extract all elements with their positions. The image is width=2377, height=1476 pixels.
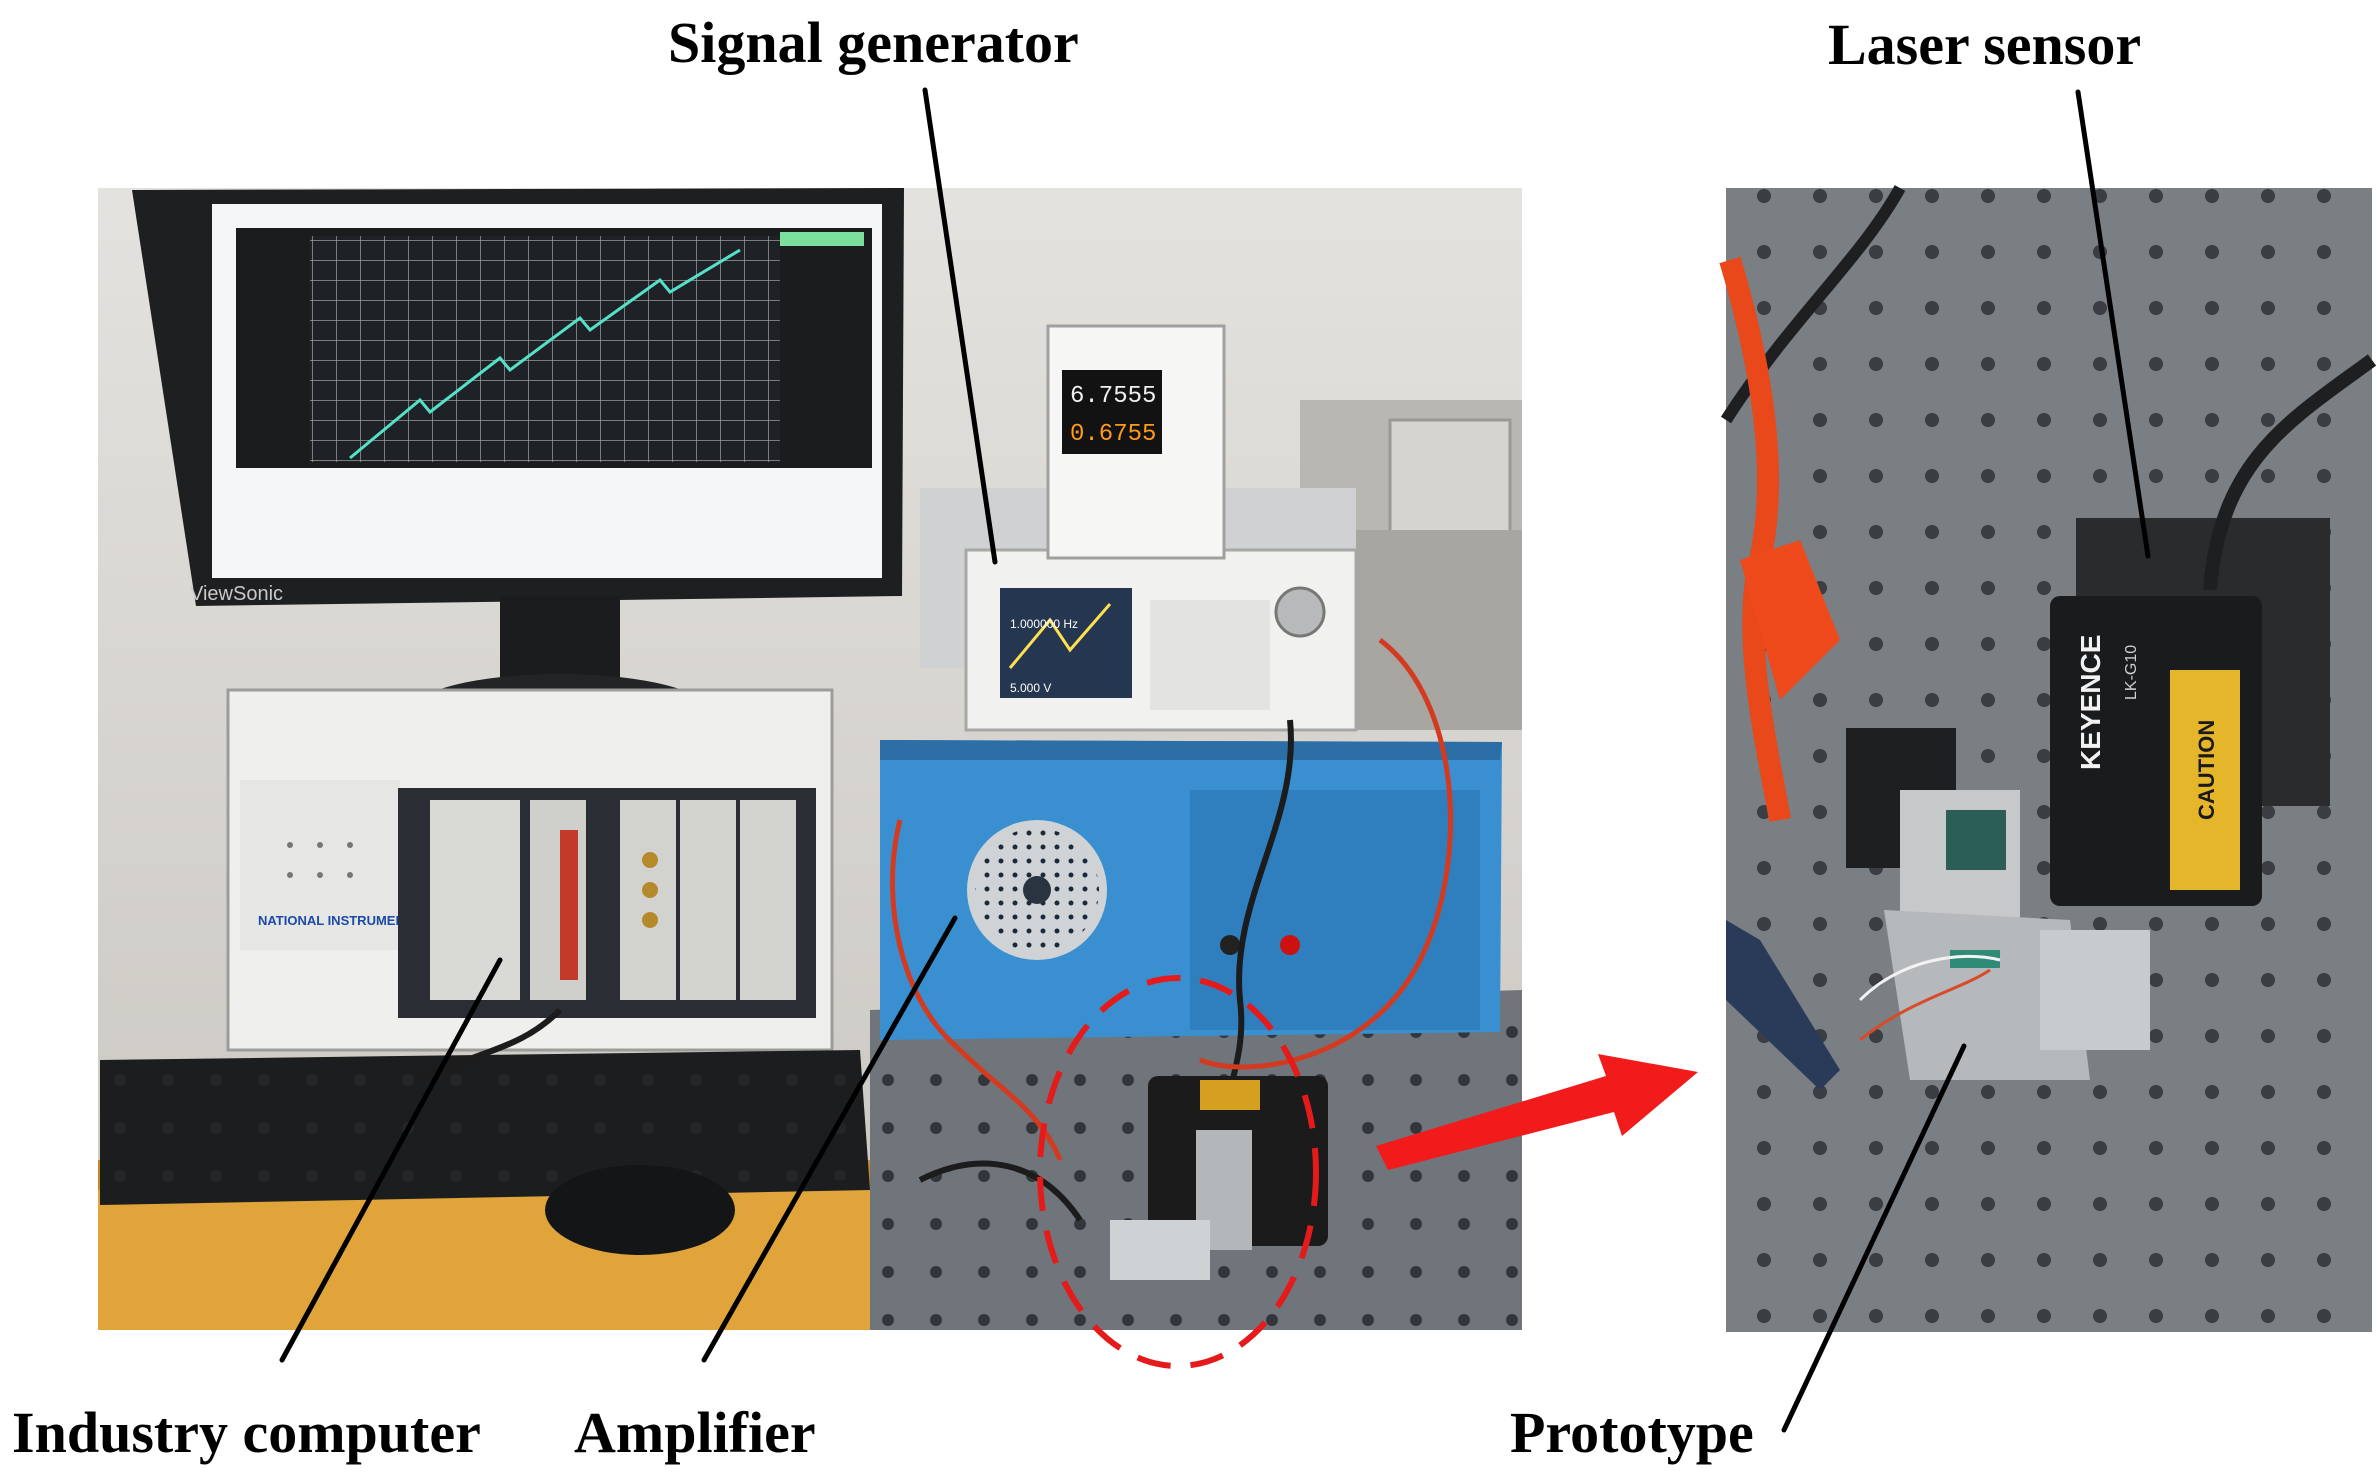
sensor-warning: CAUTION [2194, 720, 2219, 820]
leader-lines [279, 87, 2151, 1433]
sensor-brand: KEYENCE [2075, 635, 2106, 770]
monitor-brand: ViewSonic [190, 583, 283, 605]
power-display-2: 0.6755 [1070, 421, 1156, 448]
power-display-1: 6.7555 [1070, 383, 1156, 410]
laser-sensor-head: CAUTION KEYENCE LK-G10 [2050, 596, 2262, 906]
label-signal-generator: Signal generator [668, 10, 1079, 75]
label-prototype: Prototype [1510, 1400, 1754, 1465]
sensor-model: LK-G10 [2123, 645, 2140, 700]
prototype-small [1110, 1076, 1328, 1280]
chassis-brand: NATIONAL INSTRUMENTS [258, 913, 422, 928]
generator-frequency: 1.000000 Hz [1010, 617, 1078, 631]
label-amplifier: Amplifier [574, 1400, 816, 1465]
highlight-ellipse [1037, 975, 1319, 1369]
ni-chassis: NATIONAL INSTRUMENTS [226, 688, 834, 1052]
right-photo: CAUTION KEYENCE LK-G10 [1719, 185, 2377, 1332]
left-photo: ViewSonic NATIONAL INSTRUMENTS [98, 188, 1522, 1369]
prototype-stage [1846, 728, 2150, 1080]
signal-generator: 1.000000 Hz 5.000 V 6.7555 0.6755 [920, 324, 1358, 732]
generator-amplitude: 5.000 V [1010, 681, 1051, 695]
red-arrow [1376, 1054, 1698, 1170]
label-industry-computer: Industry computer [12, 1400, 481, 1465]
keyboard-and-mouse [100, 1050, 870, 1255]
amplifier-unit [880, 740, 1502, 1040]
label-laser-sensor: Laser sensor [1828, 12, 2142, 77]
